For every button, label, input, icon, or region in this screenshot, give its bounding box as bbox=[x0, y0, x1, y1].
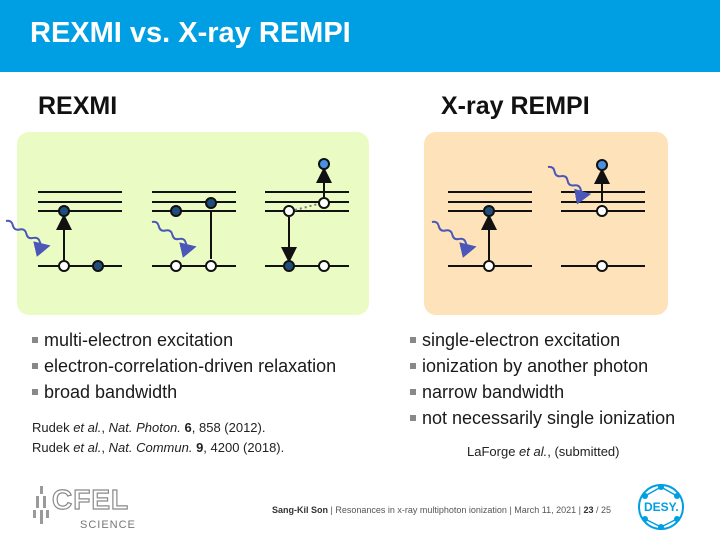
list-item: ionization by another photon bbox=[410, 353, 675, 379]
rexmi-diagram-1 bbox=[5, 191, 122, 272]
rempi-bullets: single-electron excitation ionization by… bbox=[410, 327, 675, 431]
cfel-logo-text: CFEL bbox=[51, 483, 130, 515]
title-bar: REXMI vs. X-ray REMPI bbox=[0, 0, 720, 72]
desy-logo-text: DESY. bbox=[644, 500, 679, 514]
rempi-panel bbox=[424, 132, 668, 315]
list-item: multi-electron excitation bbox=[32, 327, 336, 353]
reference-2: Rudek et al., Nat. Commun. 9, 4200 (2018… bbox=[32, 440, 285, 455]
rexmi-bullets: multi-electron excitation electron-corre… bbox=[32, 327, 336, 405]
rexmi-heading: REXMI bbox=[38, 92, 118, 120]
rexmi-diagram-2 bbox=[151, 191, 236, 272]
rexmi-panel bbox=[17, 132, 369, 315]
footer: Sang-Kil Son | Resonances in x-ray multi… bbox=[272, 505, 612, 515]
rempi-reference: LaForge et al., (submitted) bbox=[467, 444, 620, 459]
rempi-diagram-2 bbox=[547, 159, 645, 272]
desy-logo-mark bbox=[638, 484, 684, 530]
list-item: not necessarily single ionization bbox=[410, 405, 675, 431]
desy-logo: DESY. bbox=[636, 482, 686, 532]
rempi-heading: X-ray REMPI bbox=[441, 92, 590, 120]
list-item: narrow bandwidth bbox=[410, 379, 675, 405]
slide-title: REXMI vs. X-ray REMPI bbox=[30, 17, 351, 49]
list-item: electron-correlation-driven relaxation bbox=[32, 353, 336, 379]
page-number: 23 bbox=[583, 505, 594, 515]
rempi-diagram-1 bbox=[431, 191, 532, 272]
cfel-logo: CFEL SCIENCE bbox=[30, 483, 140, 534]
rexmi-references: Rudek et al., Nat. Photon. 6, 858 (2012)… bbox=[32, 418, 284, 458]
cfel-logo-mark bbox=[33, 486, 49, 524]
cfel-logo-subtext: SCIENCE bbox=[80, 519, 136, 531]
rexmi-diagram-3 bbox=[265, 158, 349, 272]
reference-1: Rudek et al., Nat. Photon. 6, 858 (2012)… bbox=[32, 420, 266, 435]
list-item: single-electron excitation bbox=[410, 327, 675, 353]
list-item: broad bandwidth bbox=[32, 379, 336, 405]
